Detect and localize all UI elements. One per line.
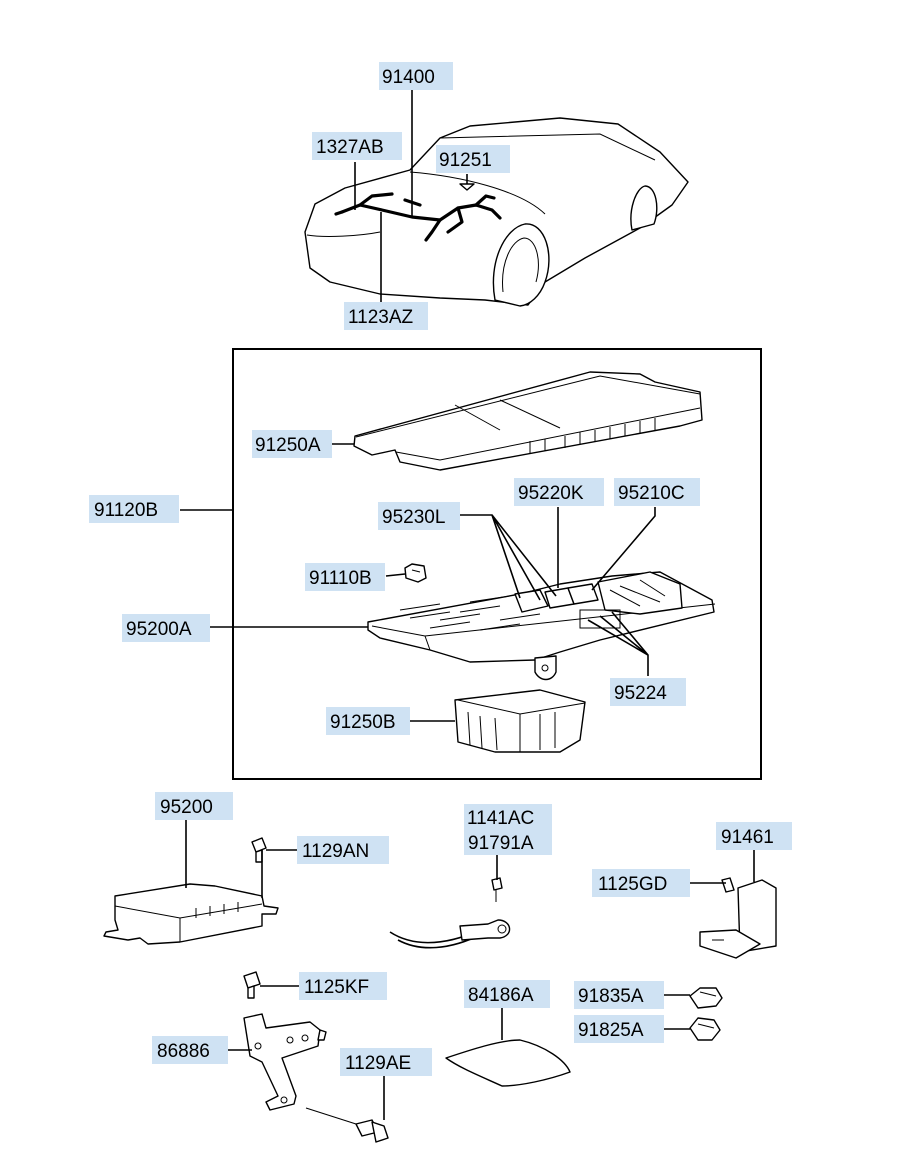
label-95200A: 95200A [122, 614, 210, 642]
label-1125KF: 1125KF [299, 972, 387, 1000]
svg-text:1129AN: 1129AN [302, 841, 369, 862]
svg-text:95200: 95200 [160, 797, 213, 818]
label-91791A: 91791A [464, 829, 552, 855]
label-95210C: 95210C [614, 478, 700, 506]
svg-text:91400: 91400 [382, 67, 435, 88]
svg-text:91825A: 91825A [578, 1020, 644, 1041]
svg-text:91120B: 91120B [94, 500, 158, 521]
svg-text:91251: 91251 [439, 150, 492, 171]
label-91110B: 91110B [305, 563, 385, 591]
label-1129AN: 1129AN [297, 836, 389, 864]
label-91250B: 91250B [326, 707, 410, 735]
svg-text:95224: 95224 [614, 683, 667, 704]
label-91825A: 91825A [574, 1015, 664, 1043]
label-1123AZ: 1123AZ [344, 302, 428, 330]
svg-text:1125KF: 1125KF [304, 977, 369, 998]
svg-text:95230L: 95230L [382, 507, 445, 528]
svg-text:1327AB: 1327AB [316, 137, 384, 158]
svg-text:1125GD: 1125GD [598, 874, 667, 895]
bolt-1129AE [305, 1107, 389, 1143]
bracket-91461 [699, 877, 777, 959]
relay-box-95200A [367, 571, 716, 681]
relay-box-95200 [103, 883, 279, 945]
ground-cable-91791A [389, 877, 511, 949]
bracket-86886 [243, 1013, 327, 1111]
label-91250A: 91250A [252, 430, 332, 458]
svg-text:1123AZ: 1123AZ [348, 307, 414, 328]
label-91461: 91461 [716, 822, 792, 850]
svg-text:91791A: 91791A [468, 833, 534, 854]
svg-text:91461: 91461 [721, 827, 774, 848]
svg-text:91110B: 91110B [309, 568, 372, 589]
pad-84186A [445, 1039, 571, 1087]
label-84186A: 84186A [464, 980, 550, 1008]
label-95200: 95200 [155, 792, 233, 820]
label-1129AE: 1129AE [340, 1048, 432, 1076]
svg-text:95220K: 95220K [518, 483, 584, 504]
upper-cover-91250A [353, 371, 703, 471]
label-95230L: 95230L [378, 502, 460, 530]
clip-91110B [404, 563, 427, 583]
label-86886: 86886 [152, 1036, 228, 1064]
clip-91835A [689, 987, 723, 1009]
label-91400: 91400 [379, 62, 453, 90]
label-1327AB: 1327AB [312, 132, 402, 160]
bolt-1125KF [243, 971, 261, 999]
label-95220K: 95220K [514, 478, 604, 506]
svg-text:91250A: 91250A [255, 435, 321, 456]
wiring-harness-91400 [334, 192, 502, 242]
car-outline [304, 117, 689, 307]
svg-text:91835A: 91835A [578, 986, 644, 1007]
bolt-1129AN [251, 837, 267, 863]
svg-text:86886: 86886 [157, 1041, 210, 1062]
assembly-frame-91120B [232, 348, 762, 780]
label-91120B: 91120B [89, 495, 179, 523]
label-91835A: 91835A [574, 981, 664, 1009]
lower-cover-91250B [454, 689, 586, 753]
label-1141AC: 1141AC [464, 804, 552, 830]
svg-text:1129AE: 1129AE [345, 1053, 411, 1074]
svg-text:95210C: 95210C [618, 483, 685, 504]
svg-text:1141AC: 1141AC [467, 808, 534, 829]
clip-91825A [689, 1017, 721, 1041]
label-91251: 91251 [436, 145, 510, 173]
leader-lines [180, 90, 755, 1120]
svg-text:84186A: 84186A [468, 985, 534, 1006]
label-95224: 95224 [610, 678, 686, 706]
label-1125GD: 1125GD [592, 869, 690, 897]
svg-text:91250B: 91250B [330, 712, 396, 733]
svg-text:95200A: 95200A [126, 619, 192, 640]
